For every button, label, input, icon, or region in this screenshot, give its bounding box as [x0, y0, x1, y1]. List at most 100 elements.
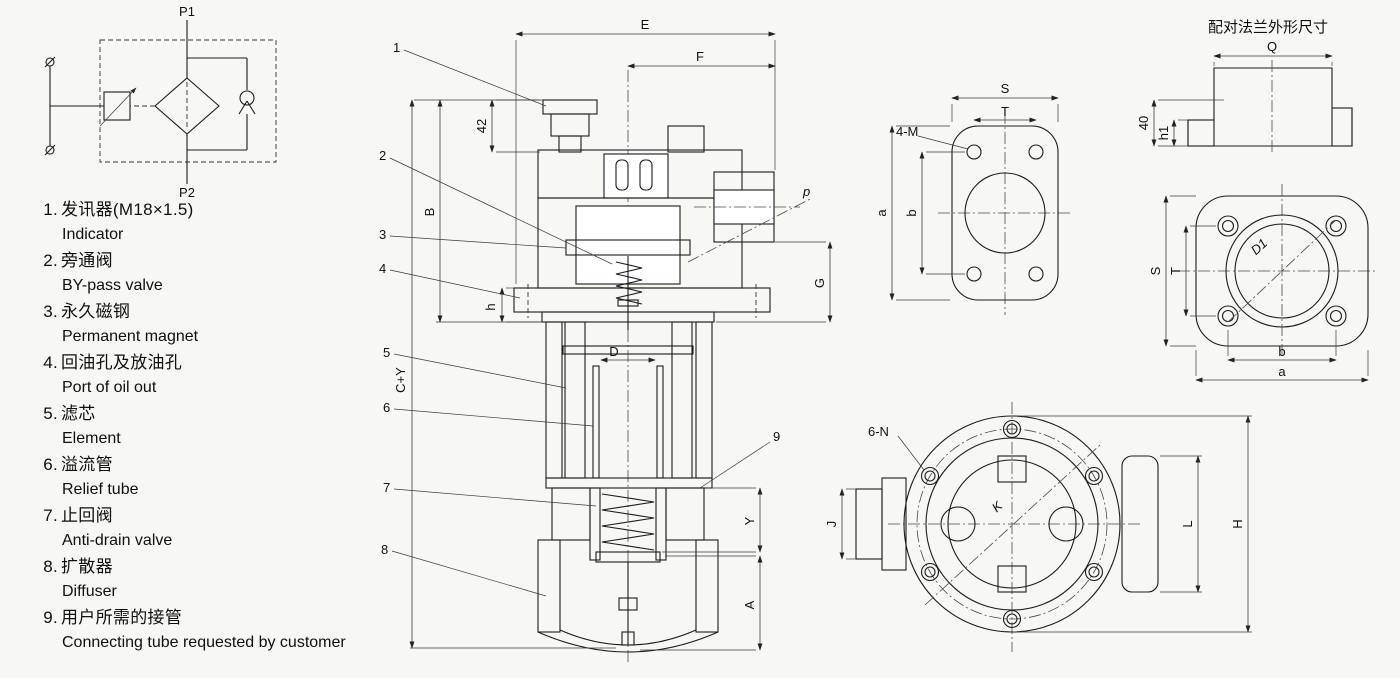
relief-tube-wall-left [592, 365, 600, 479]
bolt-holes-6N [920, 419, 1104, 629]
right-flange-tab [1121, 455, 1159, 593]
legend-item-6: 6.溢流管 Relief tube [34, 452, 406, 503]
main-section-view: E F 42 B C+Y h D G p [379, 17, 833, 662]
dim-Y: Y [742, 516, 757, 525]
flange-body [951, 125, 1059, 301]
dim-4M: 4-M [896, 124, 918, 139]
dim-p: p [802, 184, 810, 199]
legend-item-2: 2.旁通阀 BY-pass valve [34, 248, 406, 299]
mating-flange-body [1195, 195, 1369, 347]
dim-H: H [1230, 519, 1245, 528]
dim-A: A [742, 600, 757, 609]
bypass-spring [615, 261, 643, 305]
port-p1-label: P1 [179, 4, 195, 19]
flange-bore [964, 172, 1046, 254]
mating-flange-bore [1234, 223, 1330, 319]
legend-zh-label: 扩散器 [61, 557, 113, 576]
legend-num: 2. [43, 251, 58, 270]
bolt-hole [1325, 215, 1347, 237]
indicator-neck-window [603, 153, 669, 199]
callout-2: 2 [379, 148, 386, 163]
dim-T2: T [1168, 267, 1183, 275]
legend-en-label: Connecting tube requested by customer [62, 634, 346, 651]
dim-b: b [904, 209, 919, 216]
legend-num: 3. [43, 302, 58, 321]
inner-port-left [940, 506, 976, 542]
dim-40: 40 [1136, 116, 1151, 130]
port-p2-label: P2 [179, 185, 195, 200]
top-fitting [667, 125, 705, 153]
bolt-hole [1028, 144, 1044, 160]
bottom-dimensions: 6-N J L H [824, 415, 1252, 633]
legend-en-label: Element [62, 430, 121, 447]
bottom-round-view: K 6-N J L H [824, 402, 1252, 652]
legend-num: 8. [43, 557, 58, 576]
legend-en-label: Relief tube [62, 481, 139, 498]
filter-housing [545, 321, 713, 489]
legend-en-label: BY-pass valve [62, 277, 163, 294]
dim-h1: h1 [1156, 126, 1171, 140]
connecting-tube-part [665, 487, 705, 541]
dim-K: K [989, 497, 1006, 515]
legend-zh-label: 滤芯 [61, 404, 96, 423]
dim-E: E [641, 17, 650, 32]
dim-S2: S [1148, 266, 1163, 275]
legend-zh-label: 回油孔及放油孔 [61, 353, 183, 372]
legend-en-label: Port of oil out [62, 379, 157, 396]
dim-C-plus-Y: C+Y [393, 367, 408, 393]
legend-num: 6. [43, 455, 58, 474]
diffuser-part [537, 539, 719, 653]
bolt-hole [966, 144, 982, 160]
dim-D1: D1 [1248, 236, 1270, 258]
bolt-hole [1217, 215, 1239, 237]
inner-tab-top [997, 455, 1027, 483]
legend-en-label: Diffuser [62, 583, 117, 600]
legend-zh-label: 溢流管 [61, 455, 113, 474]
callout-5: 5 [383, 345, 390, 360]
legend-zh-label: 止回阀 [61, 506, 113, 525]
dim-T: T [1001, 104, 1009, 119]
filter-head [513, 125, 800, 330]
element-media-right [671, 321, 693, 479]
part-callouts: 1 2 3 4 5 6 7 8 9 [379, 40, 780, 597]
housing-bottom-cap [545, 477, 713, 489]
legend-zh-label: 发讯器(M18×1.5) [61, 200, 194, 219]
element-media-left [564, 321, 586, 479]
schematic-boundary-box [99, 39, 277, 163]
anti-drain-spring [601, 493, 655, 551]
dim-S: S [1001, 81, 1010, 96]
legend-en-label: Anti-drain valve [62, 532, 173, 549]
dim-6N: 6-N [868, 424, 889, 439]
pressure-switch-symbol [44, 56, 155, 156]
mating-flange-views: 配对法兰外形尺寸 Q 40 h1 [1136, 19, 1378, 383]
callout-1: 1 [393, 40, 400, 55]
callout-7: 7 [383, 480, 390, 495]
electric-terminal-icon [45, 57, 55, 67]
legend-en-label: Permanent magnet [62, 328, 199, 345]
dim-B: B [422, 208, 437, 217]
relief-tube-wall-right [656, 365, 664, 479]
check-valve-symbol [187, 57, 256, 151]
dim-Q: Q [1267, 39, 1277, 54]
legend-item-3: 3.永久磁钢 Permanent magnet [34, 299, 406, 350]
callout-6: 6 [383, 400, 390, 415]
dim-a: a [874, 209, 889, 217]
callout-8: 8 [381, 542, 388, 557]
callout-4: 4 [379, 261, 386, 276]
legend-num: 4. [43, 353, 58, 372]
bolt-hole [1325, 305, 1347, 327]
element-end-cap [562, 345, 694, 355]
bolt-hole [966, 266, 982, 282]
dim-a2: a [1278, 364, 1286, 379]
legend-zh-label: 用户所需的接管 [61, 608, 183, 627]
legend-item-1: 1.发讯器(M18×1.5) Indicator [34, 197, 406, 248]
legend-zh-label: 永久磁钢 [61, 302, 131, 321]
legend-num: 5. [43, 404, 58, 423]
anti-drain-valve [551, 487, 705, 646]
dim-h: h [483, 303, 498, 310]
dim-F: F [696, 49, 704, 64]
mating-flange-side-view: Q 40 h1 [1136, 39, 1353, 152]
dim-b2: b [1278, 344, 1285, 359]
